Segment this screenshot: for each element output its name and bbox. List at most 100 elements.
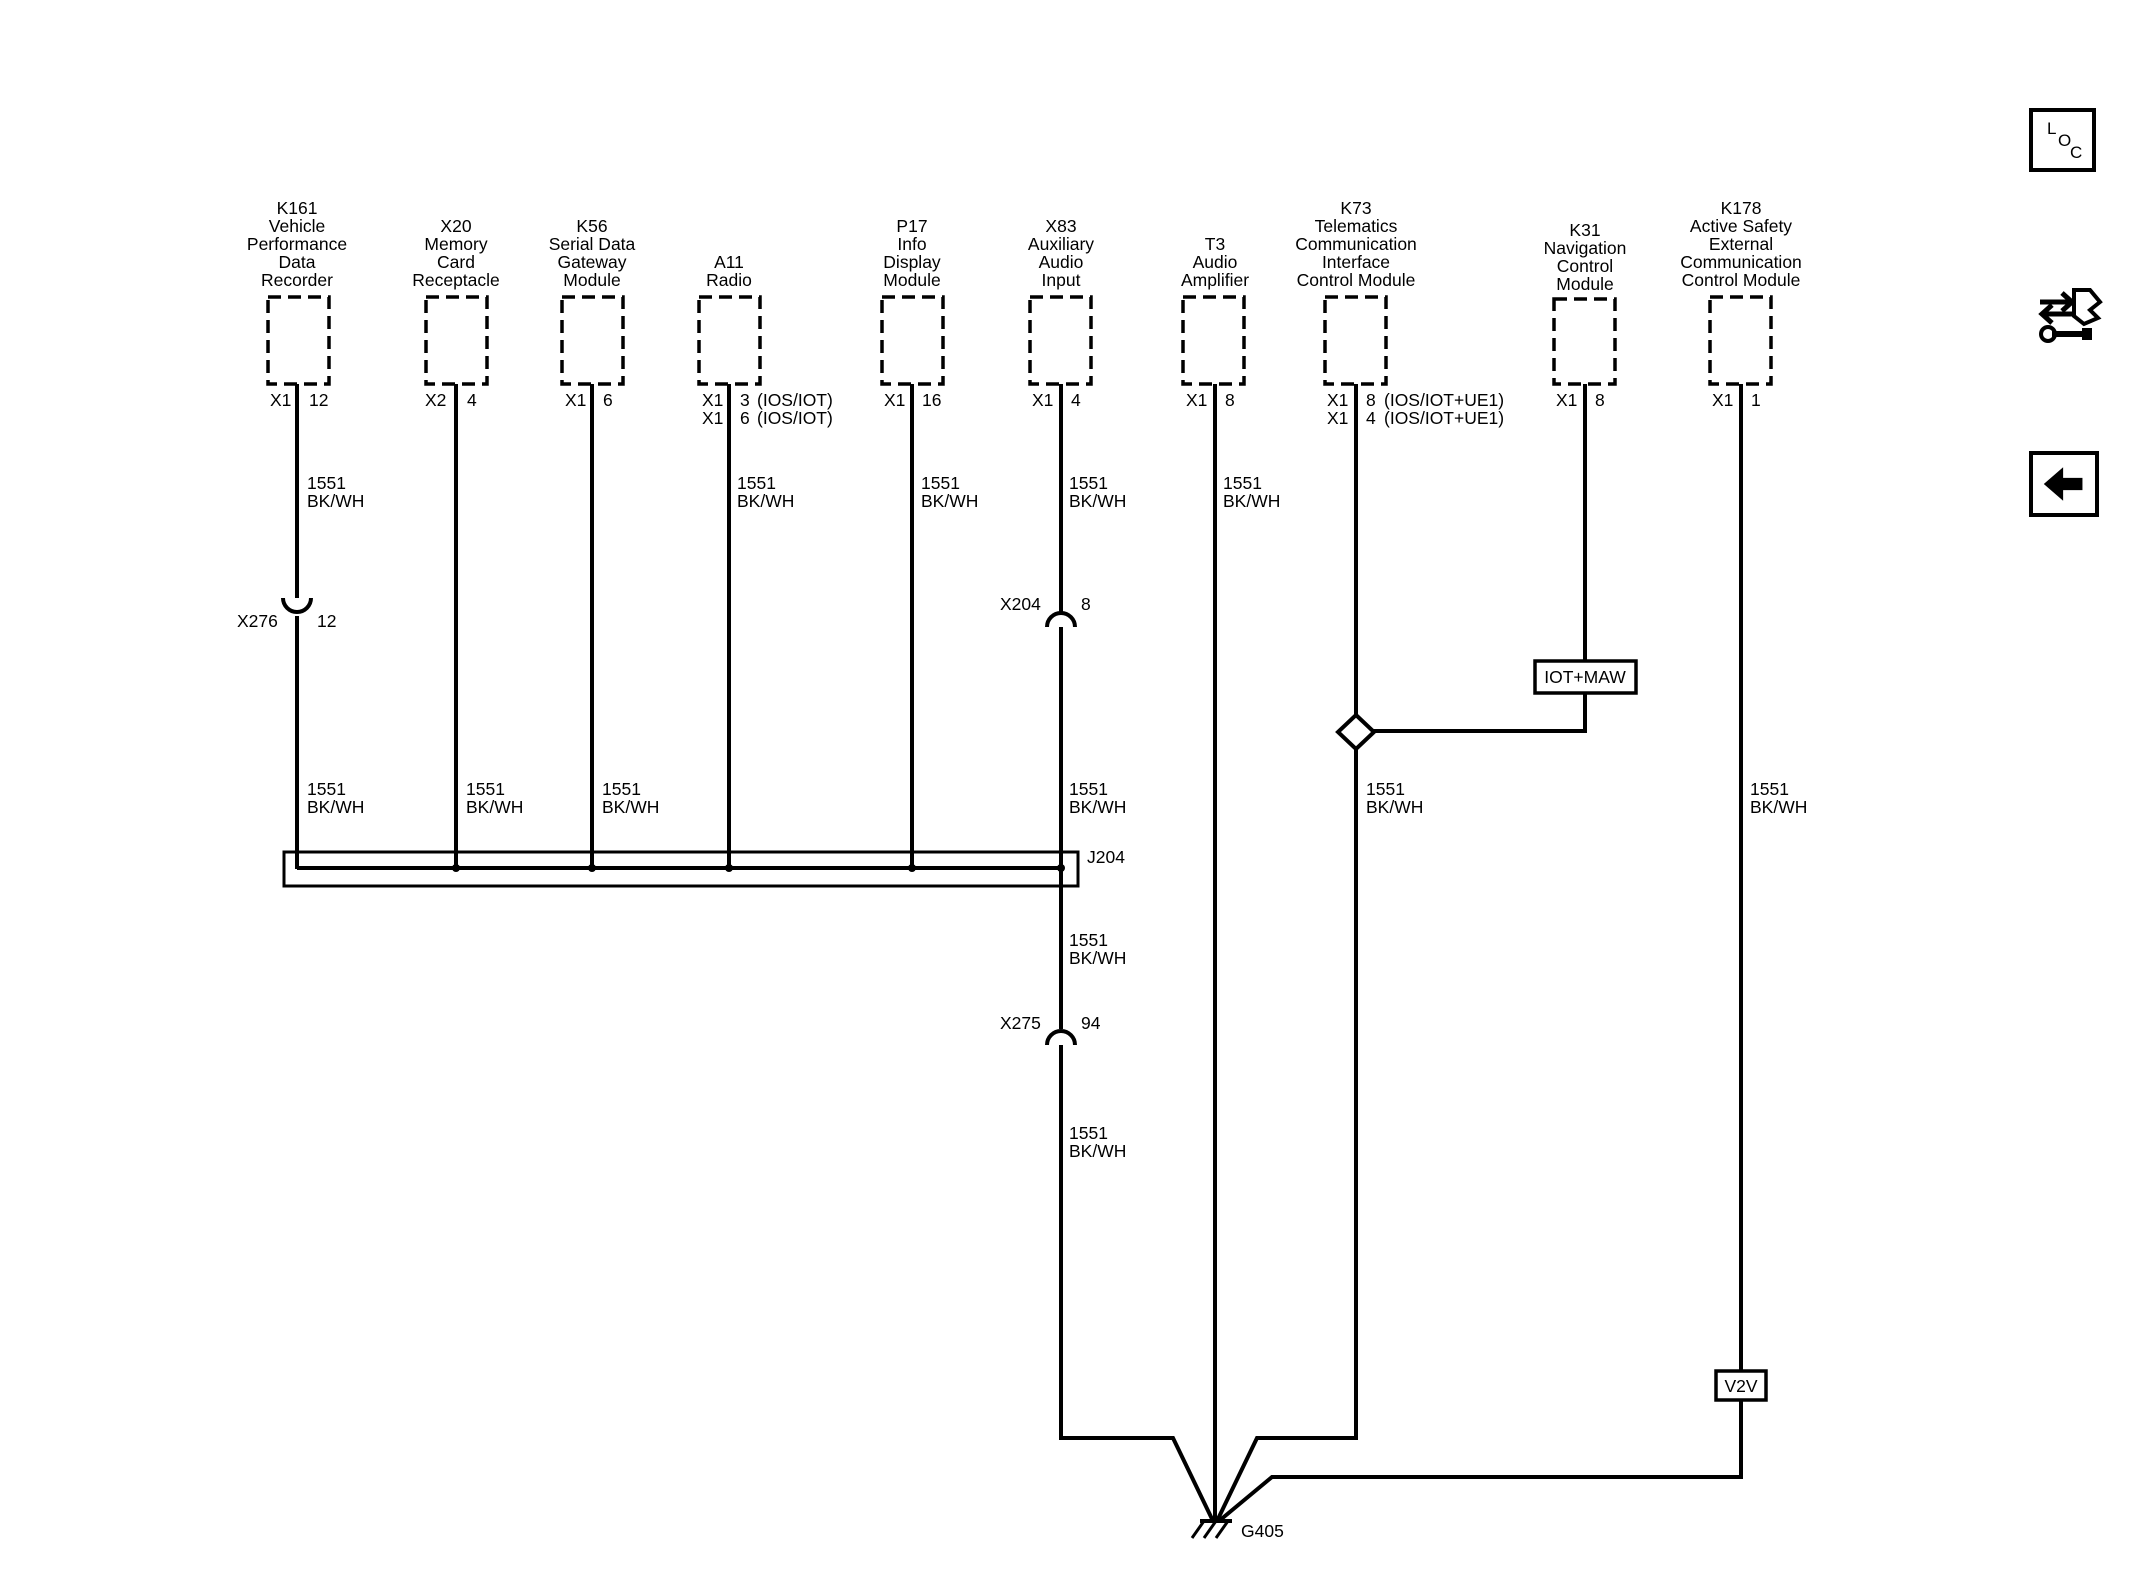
- a11-label-1: A11: [714, 252, 744, 272]
- k31-label-4: Module: [1556, 274, 1613, 294]
- connector-x276[interactable]: X276 12: [237, 581, 336, 631]
- wire-k178-lower: [1217, 1400, 1743, 1523]
- x276-socket: [281, 597, 313, 614]
- k161-label-2: Vehicle: [269, 216, 325, 236]
- wire-label-k73-color: BK/WH: [1366, 797, 1423, 817]
- p17-label-1: P17: [896, 216, 927, 236]
- k73-label-4: Interface: [1322, 252, 1390, 272]
- a11-pin1-num: 3: [740, 390, 750, 410]
- wire-k31-lower: [1372, 693, 1587, 733]
- x204-pin: 8: [1081, 594, 1091, 614]
- wire-label-k73-circuit: 1551: [1366, 779, 1405, 799]
- component-x83[interactable]: X83 Auxiliary Audio Input: [1028, 216, 1094, 386]
- wire-k73-lower: [1215, 747, 1358, 1522]
- x20-module-box: [424, 295, 489, 386]
- k161-label-1: K161: [277, 198, 318, 218]
- wire-label-x83-circuit: 1551: [1069, 473, 1108, 493]
- t3-pin-conn: X1: [1186, 390, 1207, 410]
- wire-label-x275-color: BK/WH: [1069, 1141, 1126, 1161]
- p17-module-box: [880, 295, 945, 386]
- k178-label-2: Active Safety: [1690, 216, 1792, 236]
- wire-label-x20-color: BK/WH: [466, 797, 523, 817]
- k73-label-3: Communication: [1295, 234, 1417, 254]
- k178-pin-num: 1: [1751, 390, 1761, 410]
- ground-g405[interactable]: G405: [1190, 1519, 1284, 1541]
- loc-button[interactable]: L O C: [2029, 108, 2096, 172]
- wires: [295, 384, 1743, 1523]
- x204-label: X204: [1000, 594, 1041, 614]
- x20-label-1: X20: [440, 216, 471, 236]
- x20-pin-conn: X2: [425, 390, 446, 410]
- k31-pin-conn: X1: [1556, 390, 1577, 410]
- t3-label-1: T3: [1205, 234, 1225, 254]
- x83-pin-conn: X1: [1032, 390, 1053, 410]
- wire-label-k56-color: BK/WH: [602, 797, 659, 817]
- wire-label-k161-color: BK/WH: [307, 491, 364, 511]
- wire-label-p17-circuit: 1551: [921, 473, 960, 493]
- x83-module-box: [1028, 295, 1093, 386]
- p17-pin-num: 16: [922, 390, 941, 410]
- t3-pin-num: 8: [1225, 390, 1235, 410]
- k73-pin1-conn: X1: [1327, 390, 1348, 410]
- p17-label-3: Display: [883, 252, 941, 272]
- ground-hatch-1: [1190, 1520, 1206, 1539]
- t3-label-2: Audio: [1193, 252, 1238, 272]
- connector-x204[interactable]: X204 8: [1000, 594, 1091, 648]
- wire-label-k178-circuit: 1551: [1750, 779, 1789, 799]
- connector-x275[interactable]: X275 94: [1000, 1013, 1101, 1066]
- component-k73[interactable]: K73 Telematics Communication Interface C…: [1295, 198, 1417, 386]
- k178-label-5: Control Module: [1682, 270, 1801, 290]
- k56-label-4: Module: [563, 270, 620, 290]
- component-k161[interactable]: K161 Vehicle Performance Data Recorder: [247, 198, 347, 386]
- a11-pin1-conn: X1: [702, 390, 723, 410]
- back-button[interactable]: [2029, 451, 2099, 517]
- wire-label-a11-color: BK/WH: [737, 491, 794, 511]
- ground-g405-label: G405: [1241, 1521, 1284, 1541]
- wire-labels: 1551 BK/WH 1551 BK/WH 1551 BK/WH 1551 BK…: [307, 473, 1807, 1161]
- p17-pin-conn: X1: [884, 390, 905, 410]
- k73-pin1-num: 8: [1366, 390, 1376, 410]
- wire-label-x275-circuit: 1551: [1069, 1123, 1108, 1143]
- component-k31[interactable]: K31 Navigation Control Module: [1544, 220, 1627, 386]
- k56-pin-num: 6: [603, 390, 613, 410]
- wire-label-x83-color: BK/WH: [1069, 491, 1126, 511]
- a11-module-box: [697, 295, 762, 386]
- connector-tool-icon[interactable]: [2034, 278, 2106, 350]
- k31-label-2: Navigation: [1544, 238, 1627, 258]
- wire-label-k161-lower-color: BK/WH: [307, 797, 364, 817]
- k73-pin2-conn: X1: [1327, 408, 1348, 428]
- component-x20[interactable]: X20 Memory Card Receptacle: [412, 216, 500, 386]
- splice-dot-k56: [588, 864, 596, 872]
- k31-label-3: Control: [1557, 256, 1613, 276]
- option-iot-maw[interactable]: IOT+MAW: [1533, 659, 1638, 695]
- k56-label-2: Serial Data: [549, 234, 636, 254]
- splice-j204[interactable]: J204: [282, 847, 1125, 888]
- component-t3[interactable]: T3 Audio Amplifier: [1181, 234, 1249, 386]
- k178-label-3: External: [1709, 234, 1773, 254]
- loc-letter-l: L: [2047, 119, 2057, 138]
- option-v2v[interactable]: V2V: [1714, 1369, 1768, 1402]
- wire-label-x83-lower-circuit: 1551: [1069, 930, 1108, 950]
- k73-pin2-note: (IOS/IOT+UE1): [1384, 408, 1504, 428]
- component-k56[interactable]: K56 Serial Data Gateway Module: [549, 216, 636, 386]
- back-arrow-icon: [2043, 467, 2083, 501]
- k31-label-1: K31: [1569, 220, 1600, 240]
- wire-label-x20-circuit: 1551: [466, 779, 505, 799]
- p17-label-2: Info: [897, 234, 926, 254]
- component-a11[interactable]: A11 Radio: [697, 252, 762, 386]
- component-k178[interactable]: K178 Active Safety External Communicatio…: [1680, 198, 1802, 386]
- ground-hatch-3: [1214, 1520, 1230, 1539]
- component-p17[interactable]: P17 Info Display Module: [880, 216, 945, 386]
- p17-label-4: Module: [883, 270, 940, 290]
- a11-pin1-note: (IOS/IOT): [757, 390, 833, 410]
- wire-x83-lower: [1059, 1063, 1215, 1522]
- wire-label-x83-mid-circuit: 1551: [1069, 779, 1108, 799]
- a11-pin2-note: (IOS/IOT): [757, 408, 833, 428]
- x83-label-4: Input: [1042, 270, 1081, 290]
- k161-label-3: Performance: [247, 234, 347, 254]
- t3-label-3: Amplifier: [1181, 270, 1249, 290]
- k161-module-box: [266, 295, 331, 386]
- x276-label: X276: [237, 611, 278, 631]
- splice-diamond: [1335, 712, 1377, 752]
